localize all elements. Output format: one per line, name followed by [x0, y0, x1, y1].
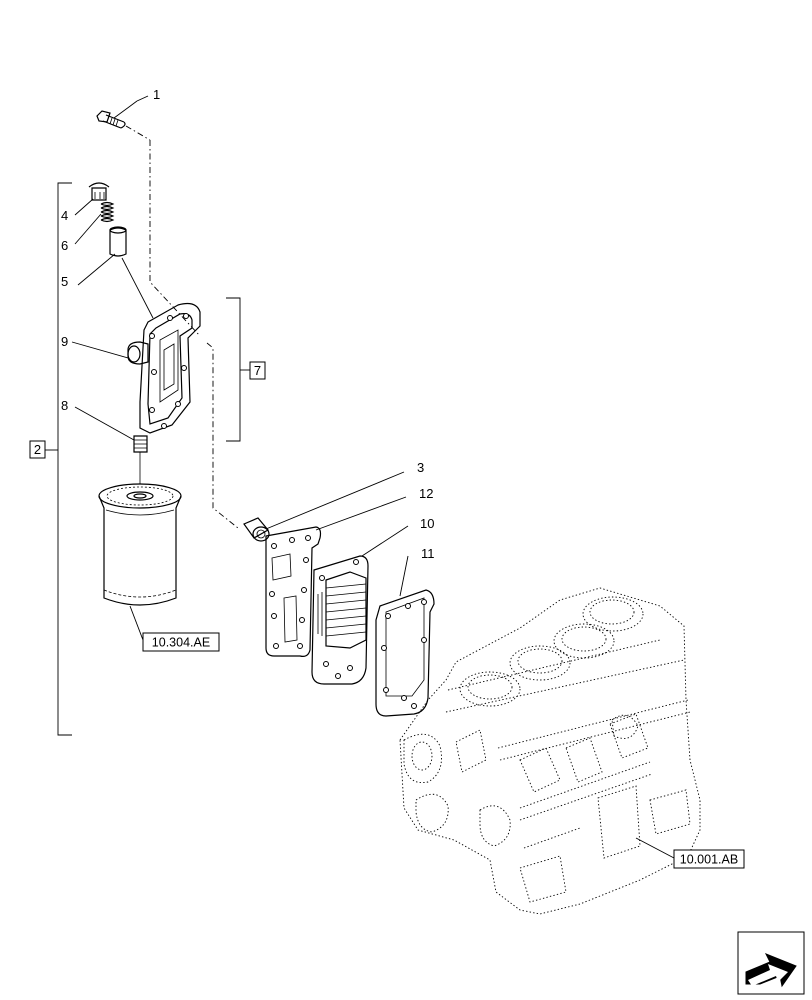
- next-page-arrow-icon[interactable]: [737, 931, 805, 995]
- callout-10: 10: [420, 516, 434, 531]
- assembly-bracket-2: 2: [29, 182, 72, 736]
- callout-8: 8: [61, 398, 68, 413]
- callout-9: 9: [61, 334, 68, 349]
- reference-engine-block: 10.001.AB: [680, 853, 738, 867]
- filter-head-housing: 9: [61, 302, 201, 434]
- callout-3: 3: [417, 460, 424, 475]
- callout-7: 7: [254, 363, 261, 378]
- callout-2: 2: [34, 442, 41, 457]
- sleeve-part-3: 3: [243, 460, 424, 542]
- oil-cooler-part-10: 10: [311, 516, 434, 685]
- callout-12: 12: [419, 486, 433, 501]
- nipple-part-8: 8: [61, 398, 148, 484]
- callout-5: 5: [61, 274, 68, 289]
- callout-1: 1: [153, 87, 160, 102]
- oil-filter-cartridge: 10.304.AE: [98, 483, 220, 652]
- callout-4: 4: [61, 208, 68, 223]
- cooler-gasket-part-11: 11: [375, 546, 435, 717]
- subassembly-bracket-7: 7: [226, 297, 266, 442]
- bolt-part-1: 1: [96, 87, 160, 141]
- gasket-part-12: 12: [265, 486, 433, 657]
- callout-6: 6: [61, 238, 68, 253]
- reference-oil-filter: 10.304.AE: [152, 636, 210, 650]
- spring-part-6: 6: [61, 201, 115, 253]
- callout-11: 11: [421, 546, 435, 561]
- valve-part-5: 5: [61, 226, 154, 319]
- engine-block-outline: 10.001.AB: [399, 587, 745, 915]
- plug-part-4: 4: [61, 182, 110, 223]
